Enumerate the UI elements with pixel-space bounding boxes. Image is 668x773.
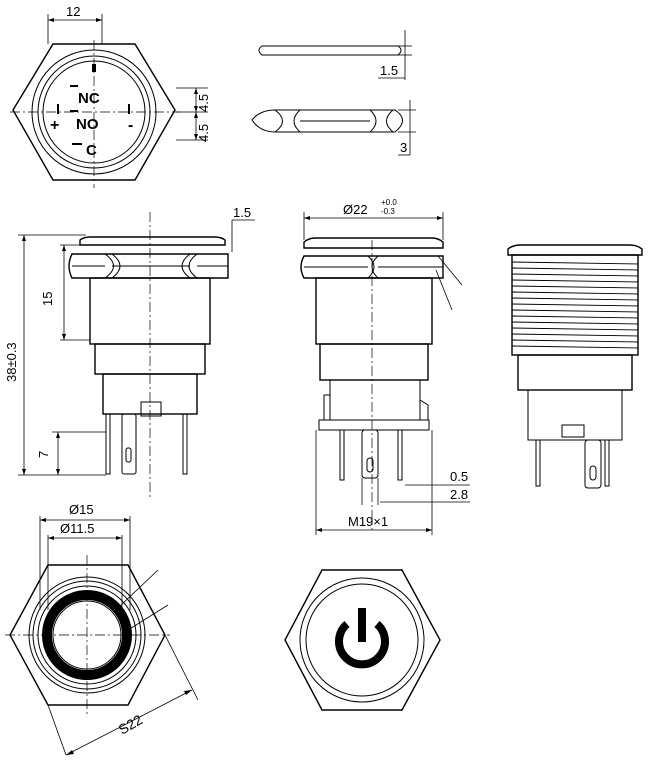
side-view-threaded: [507, 244, 643, 489]
thread-line: [511, 285, 639, 289]
thread-line: [511, 273, 639, 277]
dim-pin-width: 2.8: [450, 487, 468, 502]
thread-line: [511, 297, 639, 301]
thread-line: [511, 309, 639, 313]
dim-pin-length: 7: [36, 451, 51, 458]
dim-total-length: 38±0.3: [4, 342, 19, 382]
thread-line: [511, 339, 639, 343]
top-view: 12 NC NO C + - 4.5 4.5: [10, 4, 211, 188]
dim-terminal-width: 3: [400, 140, 407, 155]
dim-bezel-tol-minus: -0.3: [381, 207, 395, 216]
dim-pin-thickness: 0.5: [450, 469, 468, 484]
thread-line: [511, 345, 639, 349]
front-view-power: [284, 569, 441, 711]
terminal-plus: +: [50, 117, 59, 134]
dim-ring-outer: Ø15: [69, 502, 94, 517]
dim-bezel-tol-plus: +0.0: [381, 198, 397, 207]
side-view-center: Ø22 +0.0 -0.3 0.5 2.8: [300, 198, 470, 535]
dim-ring-inner: Ø11.5: [60, 521, 94, 536]
side-view-left: 1.5 15 38: [4, 205, 255, 500]
thread-line: [511, 279, 639, 283]
thread-line: [511, 303, 639, 307]
terminal-nc: NC: [78, 90, 100, 107]
thread-line: [511, 327, 639, 331]
thread-line: [511, 321, 639, 325]
thread-line: [511, 261, 639, 265]
dim-body-height: 15: [40, 292, 55, 306]
dim-hex-size: S22: [116, 711, 146, 737]
terminal-twisted: 3: [251, 100, 416, 156]
thread-line: [511, 333, 639, 337]
dim-top-width: 12: [66, 4, 80, 19]
terminal-no: NO: [76, 116, 99, 133]
front-view-ring: Ø15 Ø11.5 S22: [5, 502, 199, 756]
thread-line: [511, 315, 639, 319]
thread-line: [511, 267, 639, 271]
dim-bezel-diameter: Ø22: [343, 202, 368, 217]
thread-line: [511, 291, 639, 295]
terminal-minus: -: [128, 117, 133, 134]
terminal-c: C: [86, 142, 97, 159]
dim-terminal-thickness: 1.5: [380, 63, 398, 78]
dim-flange: 1.5: [233, 205, 251, 220]
dim-pitch-lower: 4.5: [196, 124, 211, 142]
dim-thread: M19×1: [348, 514, 388, 529]
terminal-flat: 1.5: [258, 30, 412, 80]
power-icon: [335, 608, 389, 669]
dim-pitch-upper: 4.5: [196, 94, 211, 112]
